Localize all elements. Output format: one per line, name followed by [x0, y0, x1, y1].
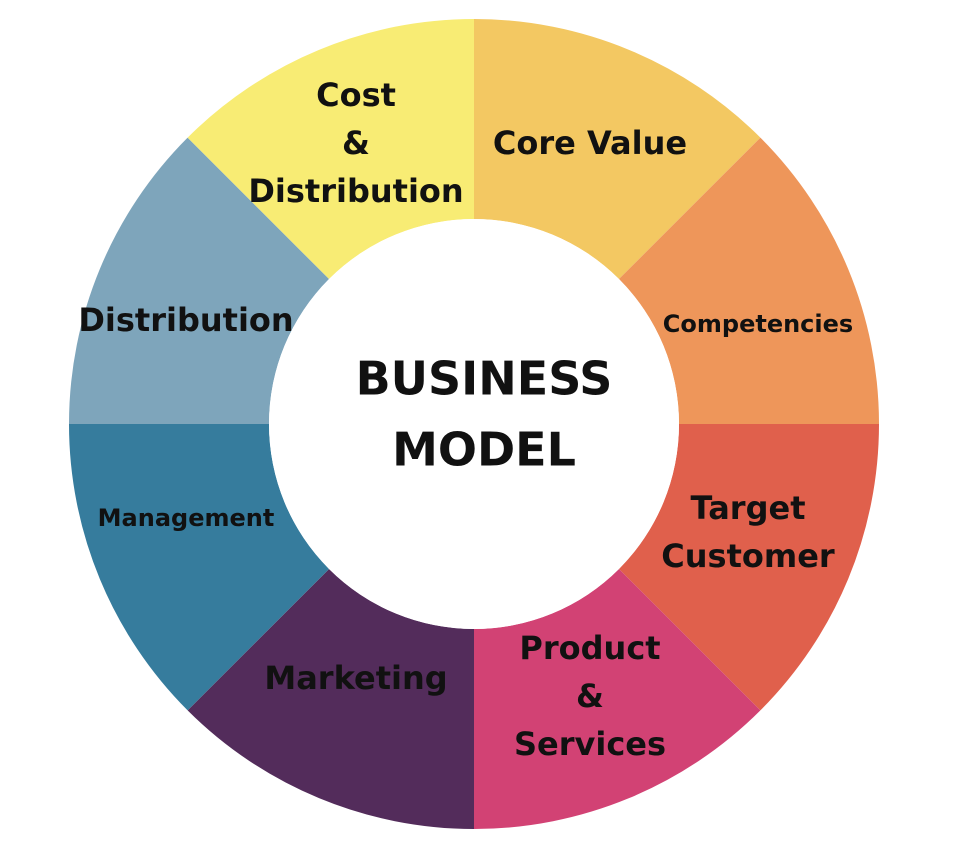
- segment-label-line: Services: [514, 725, 666, 763]
- segment-label-line: Marketing: [264, 659, 447, 697]
- segment-marketing: [187, 568, 474, 829]
- segment-label-line: Distribution: [78, 301, 293, 339]
- segment-label-line: Customer: [661, 537, 835, 575]
- segment-label-line: Core Value: [493, 124, 687, 162]
- center-title-line1: BUSINESS: [356, 352, 613, 406]
- center-hub: [269, 219, 679, 629]
- segment-label-line: Distribution: [248, 172, 463, 210]
- segments-layer: [69, 19, 879, 829]
- segment-label-marketing: Marketing: [264, 659, 447, 697]
- segment-label-line: Product: [519, 629, 660, 667]
- segment-label-line: Competencies: [663, 310, 853, 338]
- segment-label-line: Management: [98, 504, 275, 532]
- segment-core-value: [474, 19, 761, 280]
- segment-label-line: Cost: [316, 76, 396, 114]
- segment-label-distribution: Distribution: [78, 301, 293, 339]
- segment-label-line: Target: [691, 489, 806, 527]
- segment-cost-distribution: [187, 19, 474, 280]
- segment-label-cost-distribution: Cost & Distribution: [248, 76, 463, 210]
- segment-label-management: Management: [98, 504, 275, 532]
- center-title-line2: MODEL: [392, 423, 576, 477]
- segment-competencies: [618, 137, 879, 424]
- segment-label-line: &: [576, 677, 604, 715]
- segment-product-services: [474, 568, 761, 829]
- segment-label-line: &: [342, 124, 370, 162]
- segment-management: [69, 424, 330, 711]
- segment-label-core-value: Core Value: [493, 124, 687, 162]
- segment-label-product-services: Product & Services: [514, 629, 666, 763]
- segment-label-competencies: Competencies: [663, 310, 853, 338]
- segment-target-customer: [618, 424, 879, 711]
- segment-distribution: [69, 137, 330, 424]
